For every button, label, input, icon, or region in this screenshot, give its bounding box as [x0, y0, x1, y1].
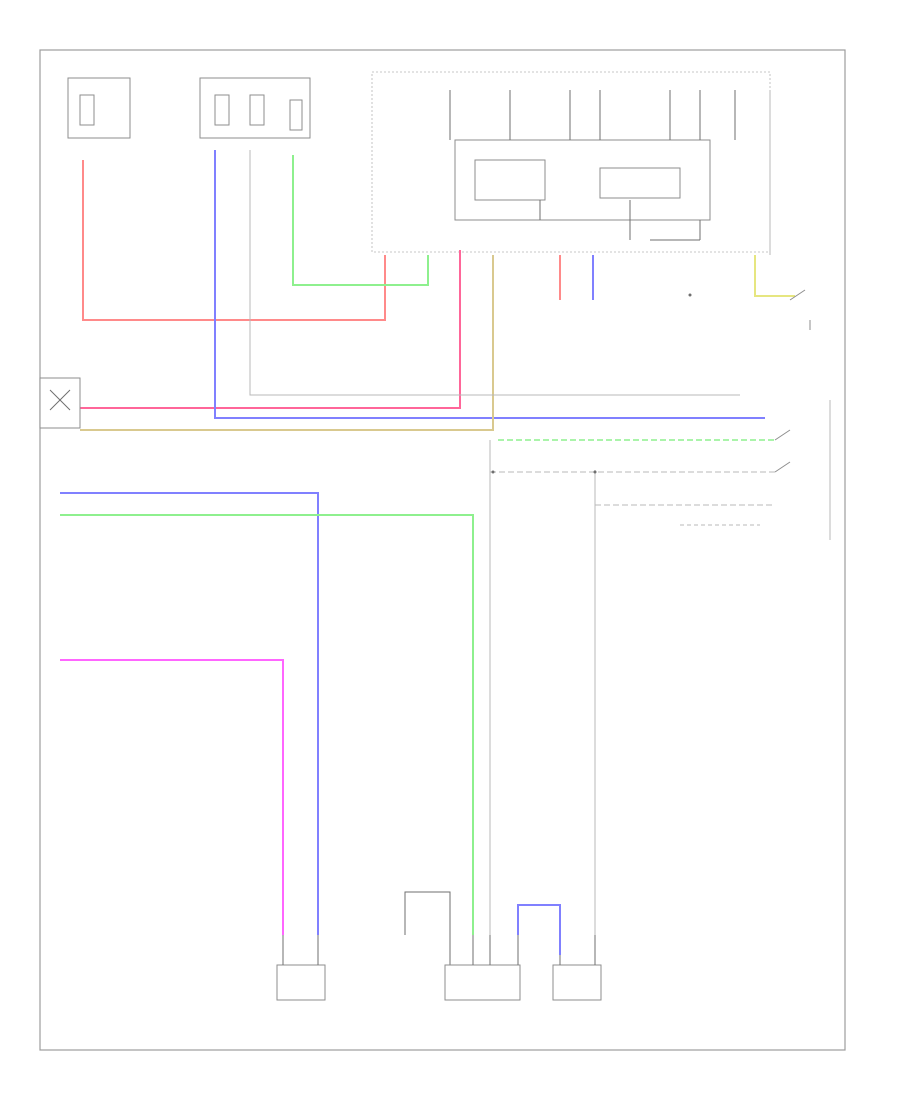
ground-symbols	[491, 293, 692, 474]
switch-symbols	[774, 289, 811, 473]
wire-blue-3	[517, 904, 561, 955]
fuse-box-center	[199, 77, 311, 139]
component-center-bottom	[444, 964, 521, 1001]
wire-gray-1	[249, 150, 740, 396]
component-left-bottom	[276, 964, 326, 1001]
diagram-frame	[39, 49, 846, 1051]
wire-red-1	[82, 160, 386, 321]
sensor-left	[39, 377, 81, 429]
fuse-box-left	[67, 77, 131, 139]
wire-green-2	[60, 514, 474, 935]
wire-green-1	[292, 155, 429, 286]
connector-ticks	[282, 935, 596, 965]
wire-yellow-1	[754, 255, 795, 297]
wire-red-2	[80, 250, 461, 409]
wire-blue-2	[60, 492, 319, 935]
wire-magenta-1	[60, 659, 284, 935]
wire-blue-1	[214, 150, 765, 419]
wire-tan-1	[80, 255, 494, 431]
wire-dark-loop	[404, 891, 451, 965]
relay-block-right	[371, 71, 771, 253]
component-right-bottom	[552, 964, 602, 1001]
